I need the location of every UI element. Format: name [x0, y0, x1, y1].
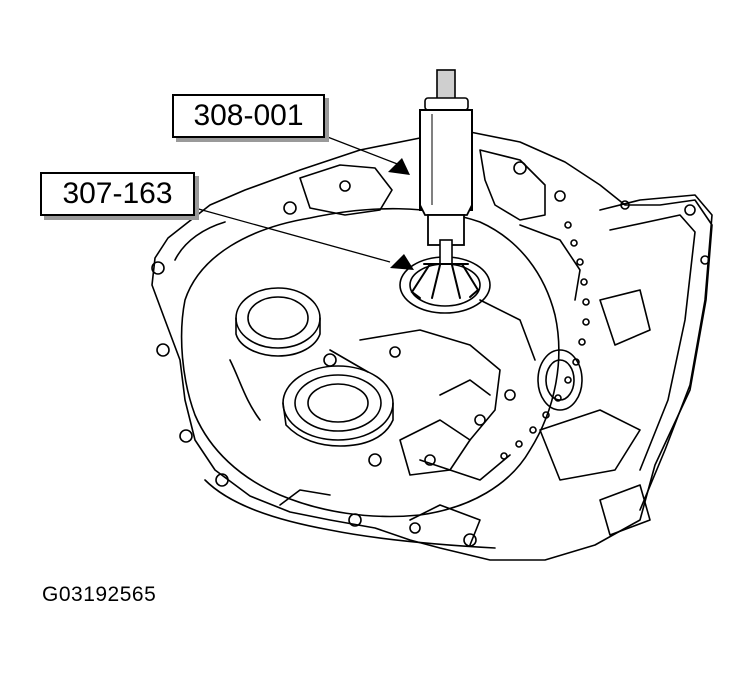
right-flange-bolt-holes [500, 221, 590, 460]
arrowhead-308 [388, 158, 410, 175]
differential-bore [282, 365, 394, 447]
side-housing [537, 194, 713, 536]
bell-housing-contour [180, 207, 560, 518]
leader-lines [194, 135, 401, 263]
figure-id: G03192565 [42, 583, 157, 606]
callout-label-308-001: 308-001 [172, 94, 325, 138]
arrowhead-307 [390, 254, 414, 270]
input-shaft-bore [399, 256, 491, 314]
upper-housing-detail [299, 149, 581, 301]
lower-flange [279, 489, 481, 546]
tool-handle-308 [419, 69, 473, 246]
internal-ribs [229, 299, 536, 481]
callout-label-307-163: 307-163 [40, 172, 195, 216]
upper-shaft-bore [235, 287, 321, 357]
tool-installer-307 [410, 239, 480, 299]
mounting-flange [174, 221, 496, 549]
perimeter-bolt-bosses [151, 161, 566, 547]
